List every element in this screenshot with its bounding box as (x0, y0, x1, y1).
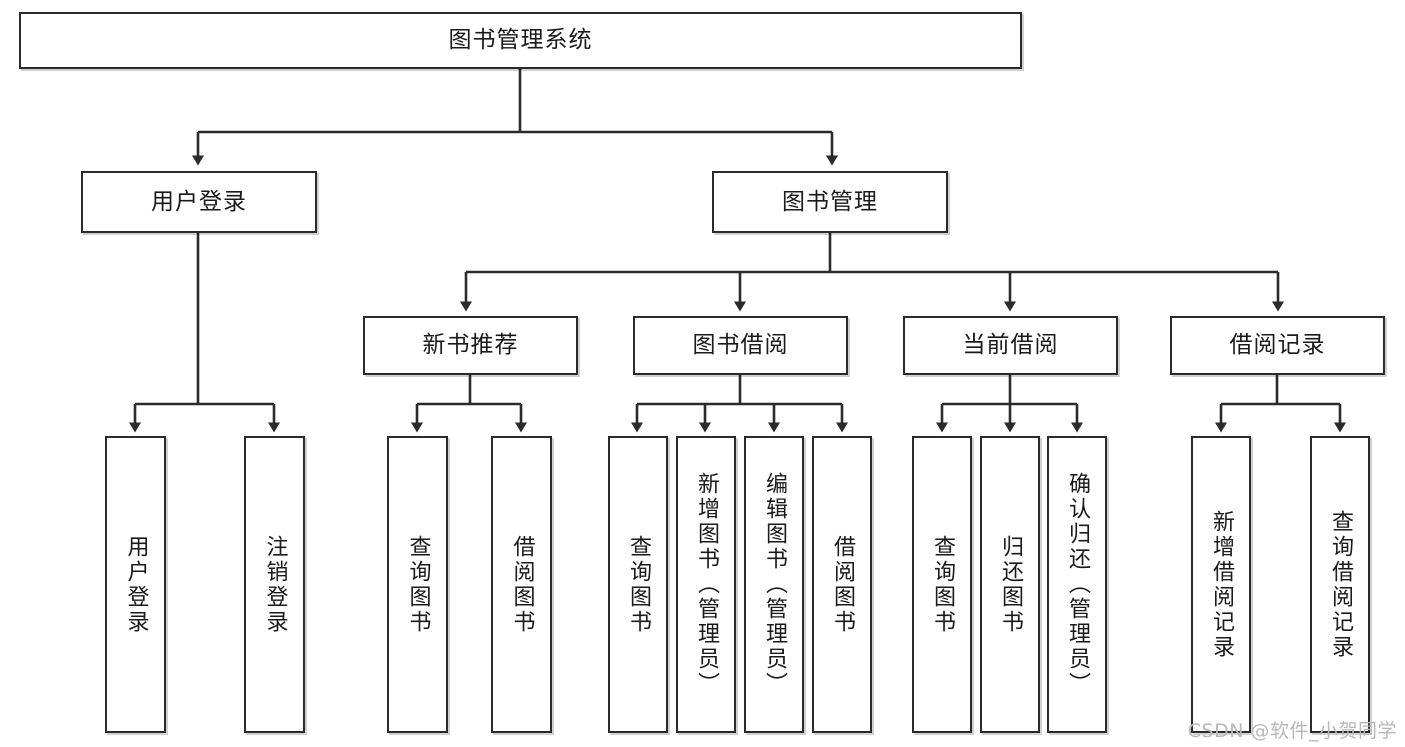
leaf-label: 归还图书 (997, 534, 1023, 635)
leaf-book-borrow-query-book[interactable]: 查询图书 (608, 436, 668, 733)
leaf-user-login-signout[interactable]: 注销登录 (244, 436, 305, 733)
leaf-borrow-record-query-record[interactable]: 查询借阅记录 (1310, 436, 1370, 733)
leaf-book-borrow-add-book[interactable]: 新增图书（管理员） (676, 436, 736, 733)
leaf-new-book-borrow-book[interactable]: 借阅图书 (491, 436, 552, 733)
leaf-label: 借阅图书 (509, 534, 535, 635)
node-book-borrow-label: 图书借阅 (692, 332, 789, 358)
node-new-book-recommend[interactable]: 新书推荐 (363, 316, 578, 375)
node-current-borrow[interactable]: 当前借阅 (903, 316, 1118, 375)
leaf-label: 新增图书（管理员） (693, 472, 719, 697)
node-borrow-record[interactable]: 借阅记录 (1170, 316, 1385, 375)
leaf-new-book-query-book[interactable]: 查询图书 (387, 436, 448, 733)
leaf-label: 查询图书 (625, 534, 651, 635)
watermark: CSDN @软件_小贺同学 (1187, 720, 1397, 742)
leaf-current-borrow-query-book[interactable]: 查询图书 (912, 436, 972, 733)
leaf-current-borrow-confirm-return[interactable]: 确认归还（管理员） (1047, 436, 1107, 733)
leaf-book-borrow-edit-book[interactable]: 编辑图书（管理员） (744, 436, 804, 733)
node-root[interactable]: 图书管理系统 (19, 12, 1022, 69)
node-book-management-label: 图书管理 (782, 188, 878, 215)
leaf-label: 查询图书 (405, 534, 431, 635)
node-user-login[interactable]: 用户登录 (81, 171, 317, 233)
leaf-label: 确认归还（管理员） (1064, 472, 1090, 697)
leaf-label: 用户登录 (123, 534, 149, 635)
node-borrow-record-label: 借阅记录 (1229, 332, 1326, 358)
leaf-label: 新增借阅记录 (1208, 509, 1234, 660)
leaf-label: 查询图书 (929, 534, 955, 635)
node-new-book-recommend-label: 新书推荐 (422, 332, 519, 358)
leaf-label: 借阅图书 (829, 534, 855, 635)
leaf-label: 注销登录 (262, 534, 288, 635)
leaf-user-login-signin[interactable]: 用户登录 (105, 436, 166, 733)
leaf-label: 编辑图书（管理员） (761, 472, 787, 697)
leaf-label: 查询借阅记录 (1327, 509, 1353, 660)
leaf-borrow-record-add-record[interactable]: 新增借阅记录 (1191, 436, 1251, 733)
node-current-borrow-label: 当前借阅 (962, 332, 1059, 358)
node-book-borrow[interactable]: 图书借阅 (633, 316, 848, 375)
leaf-current-borrow-return-book[interactable]: 归还图书 (980, 436, 1040, 733)
leaf-book-borrow-borrow-book[interactable]: 借阅图书 (812, 436, 872, 733)
node-user-login-label: 用户登录 (151, 188, 247, 215)
node-book-management[interactable]: 图书管理 (712, 171, 948, 233)
node-root-label: 图书管理系统 (448, 27, 593, 53)
